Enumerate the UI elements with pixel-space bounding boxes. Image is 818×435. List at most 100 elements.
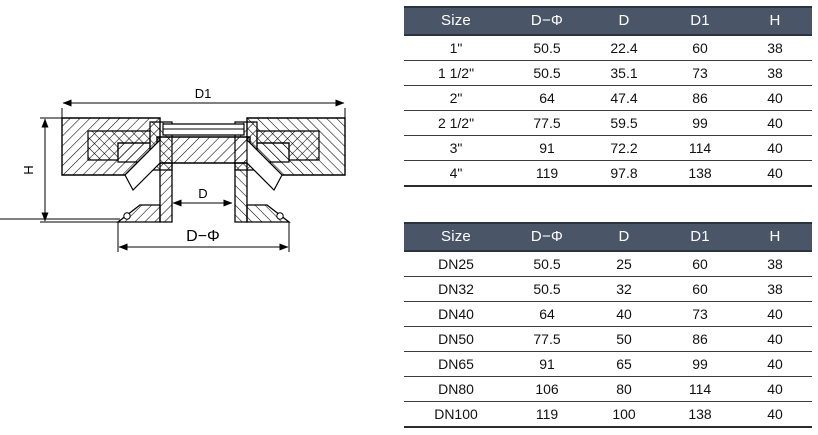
cell-size: DN50	[404, 326, 508, 352]
metric-dn-size-table: Size D−Φ D D1 H DN25 50.5 25 60 38 DN32 …	[404, 222, 812, 428]
cell-h: 38	[738, 251, 812, 277]
cell-d-phi: 64	[508, 85, 586, 111]
table-row: DN25 50.5 25 60 38	[404, 251, 812, 277]
dimension-d: D	[172, 186, 233, 207]
valve-seat-right	[256, 130, 320, 163]
cell-d-phi: 91	[508, 351, 586, 377]
valve-neck-left-wall	[159, 162, 173, 223]
column-header-d: D	[586, 223, 662, 251]
cell-size: 2 1/2"	[404, 110, 508, 136]
cell-d: 100	[586, 401, 662, 428]
valve-disc	[156, 123, 251, 164]
cell-d-phi: 50.5	[508, 276, 586, 302]
dimension-h: H	[21, 117, 120, 223]
dimension-d-phi: D−Φ	[117, 222, 290, 252]
column-header-d1: D1	[662, 7, 738, 35]
cell-d-phi: 50.5	[508, 60, 586, 86]
table-row: 1 1/2" 50.5 35.1 73 38	[404, 60, 812, 86]
cell-h: 40	[738, 351, 812, 377]
cell-size: 1"	[404, 35, 508, 61]
cell-d: 80	[586, 376, 662, 402]
cell-d1: 60	[662, 276, 738, 302]
dimension-d1: D1	[61, 86, 346, 118]
valve-shoulder-left	[124, 138, 161, 191]
table-header-row: Size D−Φ D D1 H	[404, 7, 812, 35]
cell-h: 40	[738, 160, 812, 187]
cell-d: 40	[586, 301, 662, 327]
cell-d1: 60	[662, 251, 738, 277]
cell-d-phi: 119	[508, 160, 586, 187]
dimension-label-d-phi: D−Φ	[186, 228, 220, 245]
valve-neck-right-wall	[234, 162, 248, 223]
valve-cross-section-drawing: D1 H D D−Φ	[0, 86, 346, 252]
cell-h: 40	[738, 326, 812, 352]
cell-h: 40	[738, 376, 812, 402]
table-row: DN65 91 65 99 40	[404, 351, 812, 377]
column-header-d1: D1	[662, 223, 738, 251]
cell-size: DN65	[404, 351, 508, 377]
cell-d: 59.5	[586, 110, 662, 136]
cell-d-phi: 77.5	[508, 326, 586, 352]
column-header-d-phi: D−Φ	[508, 7, 586, 35]
cell-h: 40	[738, 401, 812, 428]
dimension-label-h: H	[21, 165, 36, 174]
flange-bead-right	[276, 212, 284, 220]
column-header-h: H	[738, 7, 812, 35]
cell-h: 40	[738, 110, 812, 136]
cell-d-phi: 64	[508, 301, 586, 327]
cell-h: 40	[738, 135, 812, 161]
cell-size: DN32	[404, 276, 508, 302]
cell-d: 25	[586, 251, 662, 277]
cell-size: 4"	[404, 160, 508, 187]
table-row: 2 1/2" 77.5 59.5 99 40	[404, 110, 812, 136]
table-row: 2" 64 47.4 86 40	[404, 85, 812, 111]
cell-d1: 73	[662, 60, 738, 86]
column-header-size: Size	[404, 7, 508, 35]
cell-d-phi: 119	[508, 401, 586, 428]
technical-drawing-panel: D1 H D D−Φ	[0, 0, 396, 435]
table-row: DN40 64 40 73 40	[404, 301, 812, 327]
valve-shoulder-right	[246, 138, 283, 191]
cell-d: 97.8	[586, 160, 662, 187]
cell-d-phi: 50.5	[508, 35, 586, 61]
table-row: DN80 106 80 114 40	[404, 376, 812, 402]
cell-d-phi: 50.5	[508, 251, 586, 277]
cell-d-phi: 91	[508, 135, 586, 161]
table-row: 3" 91 72.2 114 40	[404, 135, 812, 161]
cell-d: 35.1	[586, 60, 662, 86]
cell-size: DN25	[404, 251, 508, 277]
flange-bead-left	[123, 212, 131, 220]
cell-d1: 99	[662, 110, 738, 136]
column-header-size: Size	[404, 223, 508, 251]
dimension-label-d: D	[198, 186, 207, 201]
cell-size: 2"	[404, 85, 508, 111]
cell-d1: 99	[662, 351, 738, 377]
cell-size: DN80	[404, 376, 508, 402]
cell-d1: 138	[662, 160, 738, 187]
cell-h: 40	[738, 85, 812, 111]
cell-d1: 86	[662, 326, 738, 352]
dimension-label-d1: D1	[195, 86, 212, 101]
column-header-h: H	[738, 223, 812, 251]
cell-h: 38	[738, 60, 812, 86]
table-row: 1" 50.5 22.4 60 38	[404, 35, 812, 61]
cell-d-phi: 106	[508, 376, 586, 402]
cell-d: 65	[586, 351, 662, 377]
cell-d-phi: 77.5	[508, 110, 586, 136]
column-header-d: D	[586, 7, 662, 35]
cell-d: 47.4	[586, 85, 662, 111]
cell-size: 1 1/2"	[404, 60, 508, 86]
cell-h: 38	[738, 276, 812, 302]
table-header-row: Size D−Φ D D1 H	[404, 223, 812, 251]
table-row: DN32 50.5 32 60 38	[404, 276, 812, 302]
cell-d: 32	[586, 276, 662, 302]
table-row: 4" 119 97.8 138 40	[404, 160, 812, 187]
cell-h: 40	[738, 301, 812, 327]
cell-d1: 60	[662, 35, 738, 61]
imperial-size-table: Size D−Φ D D1 H 1" 50.5 22.4 60 38 1 1/2…	[404, 6, 812, 187]
cell-h: 38	[738, 35, 812, 61]
table-row: DN100 119 100 138 40	[404, 401, 812, 428]
cell-d1: 114	[662, 135, 738, 161]
valve-seat-left	[87, 130, 151, 163]
cell-d: 50	[586, 326, 662, 352]
